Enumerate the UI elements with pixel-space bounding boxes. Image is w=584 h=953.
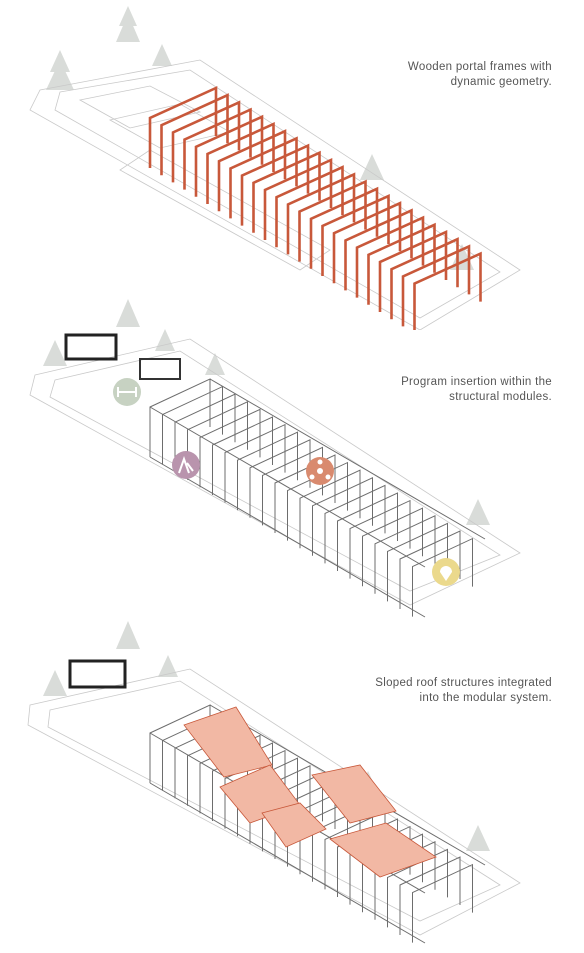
pavilion-roof (68, 659, 127, 689)
portal-frame (401, 244, 471, 327)
axonometric-roof-diagram (27, 621, 521, 944)
program-icons (113, 378, 460, 586)
structural-frame (399, 530, 461, 609)
caption-roofs: Sloped roof structures integrated into t… (375, 676, 552, 706)
structural-frame (224, 423, 286, 503)
caption-line: Wooden portal frames with (407, 61, 552, 73)
portal-frame (413, 251, 482, 330)
structural-frame (374, 515, 436, 594)
structural-frame (337, 492, 398, 571)
structural-frame (262, 772, 323, 852)
structural-frame (399, 856, 461, 935)
structural-frame (324, 484, 386, 564)
structural-frame (412, 863, 473, 943)
caption-frames: Wooden portal frames with dynamic geomet… (408, 60, 552, 90)
structural-frame (362, 507, 423, 587)
structural-frame (412, 537, 473, 617)
fitness-icon (113, 378, 141, 406)
caption-program: Program insertion within the structural … (401, 375, 552, 405)
structural-frame (212, 416, 273, 495)
structural-frame (299, 469, 361, 549)
structural-frame (274, 780, 336, 859)
context-trees (43, 299, 490, 525)
pavilion-roof (64, 333, 118, 361)
axonometric-program-diagram (29, 299, 521, 618)
portal-frames (148, 85, 482, 330)
structural-frame (162, 385, 223, 465)
caption-line: into the modular system. (419, 692, 552, 704)
location-pin-icon (432, 558, 460, 586)
sloped-roofs (183, 706, 437, 878)
playground-icon (172, 451, 200, 479)
axonometric-frames-diagram (29, 6, 521, 330)
caption-line: Program insertion within the (401, 376, 552, 388)
structural-frame (349, 499, 411, 579)
roof-module (329, 822, 437, 878)
structural-beam (149, 378, 486, 618)
caption-line: dynamic geometry. (450, 76, 552, 88)
structural-frame (199, 408, 261, 488)
context-trees (46, 6, 474, 270)
structural-modules (149, 378, 486, 618)
structural-frame (387, 522, 448, 602)
structural-frame (237, 431, 298, 511)
roof-module (311, 764, 397, 824)
roof-module (261, 802, 327, 848)
site-plinth (29, 59, 521, 330)
structural-frame (174, 393, 236, 473)
roof-module (183, 706, 273, 778)
structural-frame (274, 454, 336, 533)
caption-line: Sloped roof structures integrated (375, 677, 552, 689)
structural-frame (312, 477, 373, 556)
caption-line: structural modules. (449, 391, 552, 403)
seating-area (139, 358, 181, 380)
structural-frame (249, 439, 311, 518)
structural-frame (149, 378, 211, 457)
community-icon (306, 457, 334, 485)
